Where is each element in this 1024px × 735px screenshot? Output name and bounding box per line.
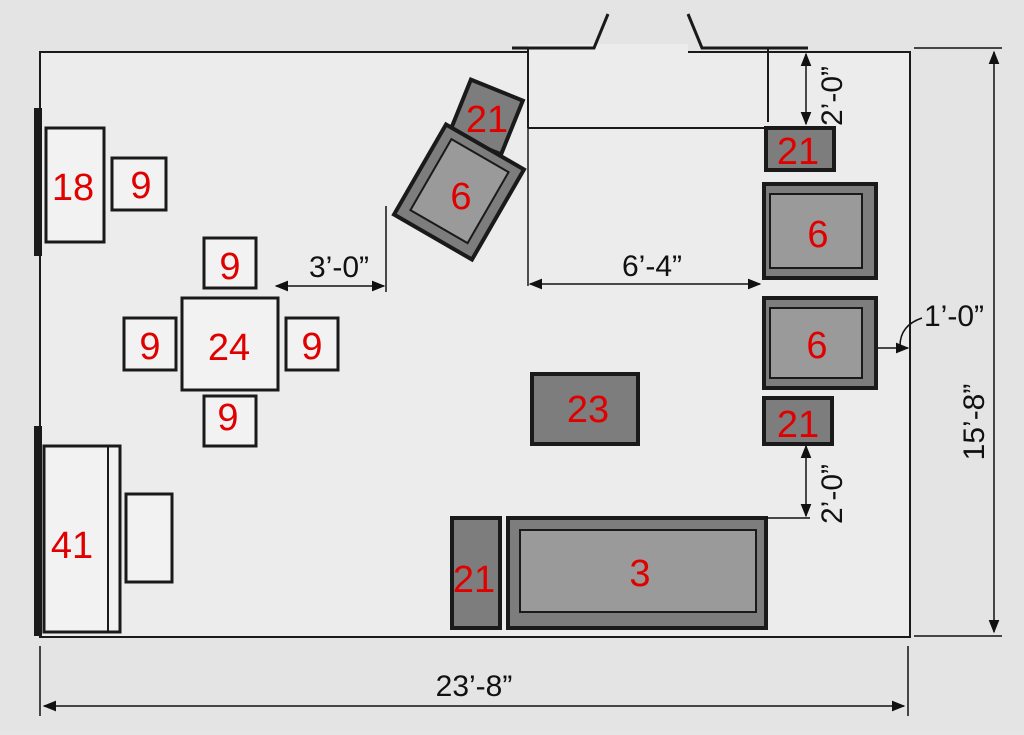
- sofa: [506, 516, 768, 630]
- side-table-right-bottom-label: 21: [777, 404, 819, 446]
- side-table-bottom: [450, 516, 502, 630]
- dimension-room-height-label: 15’-8”: [958, 384, 991, 461]
- cabinet-label: 41: [51, 525, 93, 567]
- wall-element: [34, 426, 42, 636]
- armchair-angled: [391, 121, 527, 263]
- coffee-table-label: 23: [567, 389, 609, 431]
- dimension-bottom-clearance-label: 2’-0”: [816, 464, 849, 524]
- console-table: [44, 126, 106, 244]
- dining-chair-bottom-label: 9: [217, 397, 238, 439]
- wall-element: [34, 108, 42, 256]
- dimension-top-clearance-label: 2’-0”: [816, 66, 849, 126]
- dimension-dining-gap: 3’-0”: [274, 206, 387, 292]
- dining-chair-right-label: 9: [301, 326, 322, 368]
- dining-chair-left-label: 9: [139, 326, 160, 368]
- dining-chair-bottom: [202, 394, 258, 448]
- dining-chair-top: [202, 236, 258, 290]
- stool-label: 9: [130, 165, 151, 207]
- side-table-right-bottom: [762, 396, 834, 446]
- side-table-right-top: [764, 126, 836, 172]
- dining-table-label: 24: [208, 327, 250, 369]
- dimension-wall-gap-label: 1’-0”: [924, 300, 984, 333]
- side-table-right-top-label: 21: [777, 131, 819, 173]
- dining-chair-right: [284, 316, 340, 372]
- dimension-room-width-label: 23’-8”: [436, 670, 513, 703]
- stool: [110, 156, 168, 212]
- side-table-angled-label: 21: [466, 99, 508, 141]
- coffee-table: [530, 372, 640, 446]
- dining-chair-top-label: 9: [219, 246, 240, 288]
- armchair-right-top-label: 6: [807, 214, 828, 256]
- dimension-seating-width: 6’-4”: [528, 250, 762, 290]
- dimension-room-height: 15’-8”: [914, 47, 1002, 637]
- armchair-right-bottom-label: 6: [806, 325, 827, 367]
- dining-chair-left: [122, 316, 178, 372]
- armchair-angled-label: 6: [450, 176, 471, 218]
- side-table-bottom-label: 21: [453, 559, 495, 601]
- dimension-dining-gap-label: 3’-0”: [309, 251, 369, 284]
- dimension-room-width: 23’-8”: [39, 646, 909, 716]
- armchair-right-top: [762, 182, 878, 280]
- armchair-right-bottom: [762, 296, 878, 390]
- dimension-seating-width-label: 6’-4”: [622, 250, 682, 283]
- cabinet: [42, 444, 174, 634]
- dining-table: [180, 296, 280, 392]
- entry-door: [512, 13, 808, 128]
- dimension-bottom-clearance: 2’-0”: [766, 444, 849, 524]
- dimension-wall-gap: 1’-0”: [878, 300, 984, 354]
- dimension-top-clearance: 2’-0”: [800, 52, 849, 126]
- console-table-label: 18: [52, 167, 94, 209]
- sofa-label: 3: [629, 553, 650, 595]
